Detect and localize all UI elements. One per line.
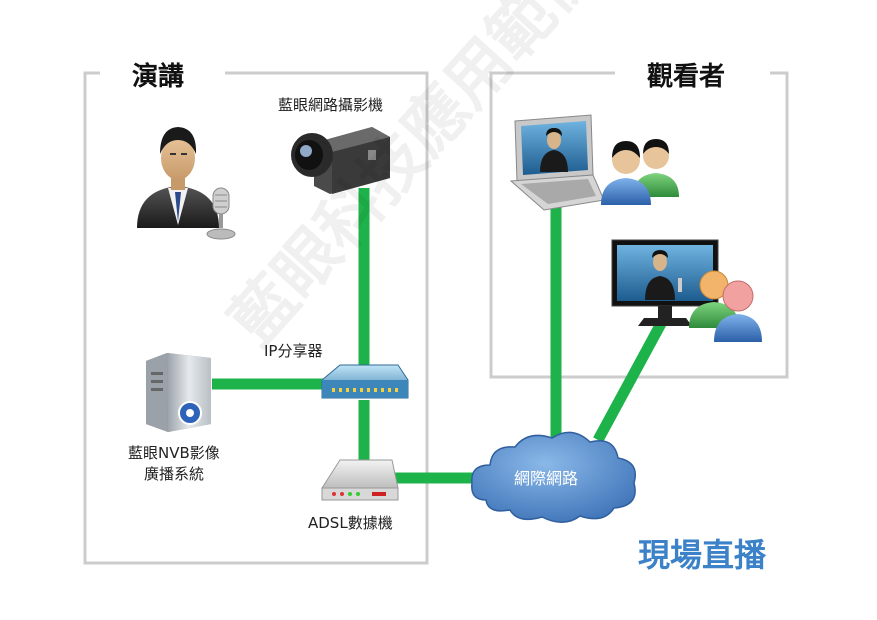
internet-label: 網際網路 [514,469,579,488]
speaker-frame [83,71,429,565]
camera-icon [291,127,390,194]
viewer-section-title: 觀看者 [633,56,740,93]
speaker-section-title: 演講 [118,56,199,93]
camera-label: 藍眼網路攝影機 [278,96,384,114]
users-icon-laptop [601,139,679,205]
router-label: IP分享器 [264,342,323,360]
nvb-label-line2: 廣播系統 [144,465,205,483]
speaker-person-icon [137,127,219,228]
network-links [212,188,668,484]
adsl-label: ADSL數據機 [308,514,393,532]
modem-icon [321,459,399,501]
live-broadcast-caption: 現場直播 [638,536,767,574]
server-icon [146,353,211,432]
laptop-icon [509,114,605,211]
router-icon [321,364,409,399]
users-icon-monitor [689,270,762,342]
microphone-icon [206,187,236,240]
nvb-label-line1: 藍眼NVB影像 [128,444,220,462]
viewer-frame [489,71,789,379]
monitor-icon [611,239,719,326]
cloud-icon [471,431,636,523]
link-monitor-internet [593,317,668,443]
